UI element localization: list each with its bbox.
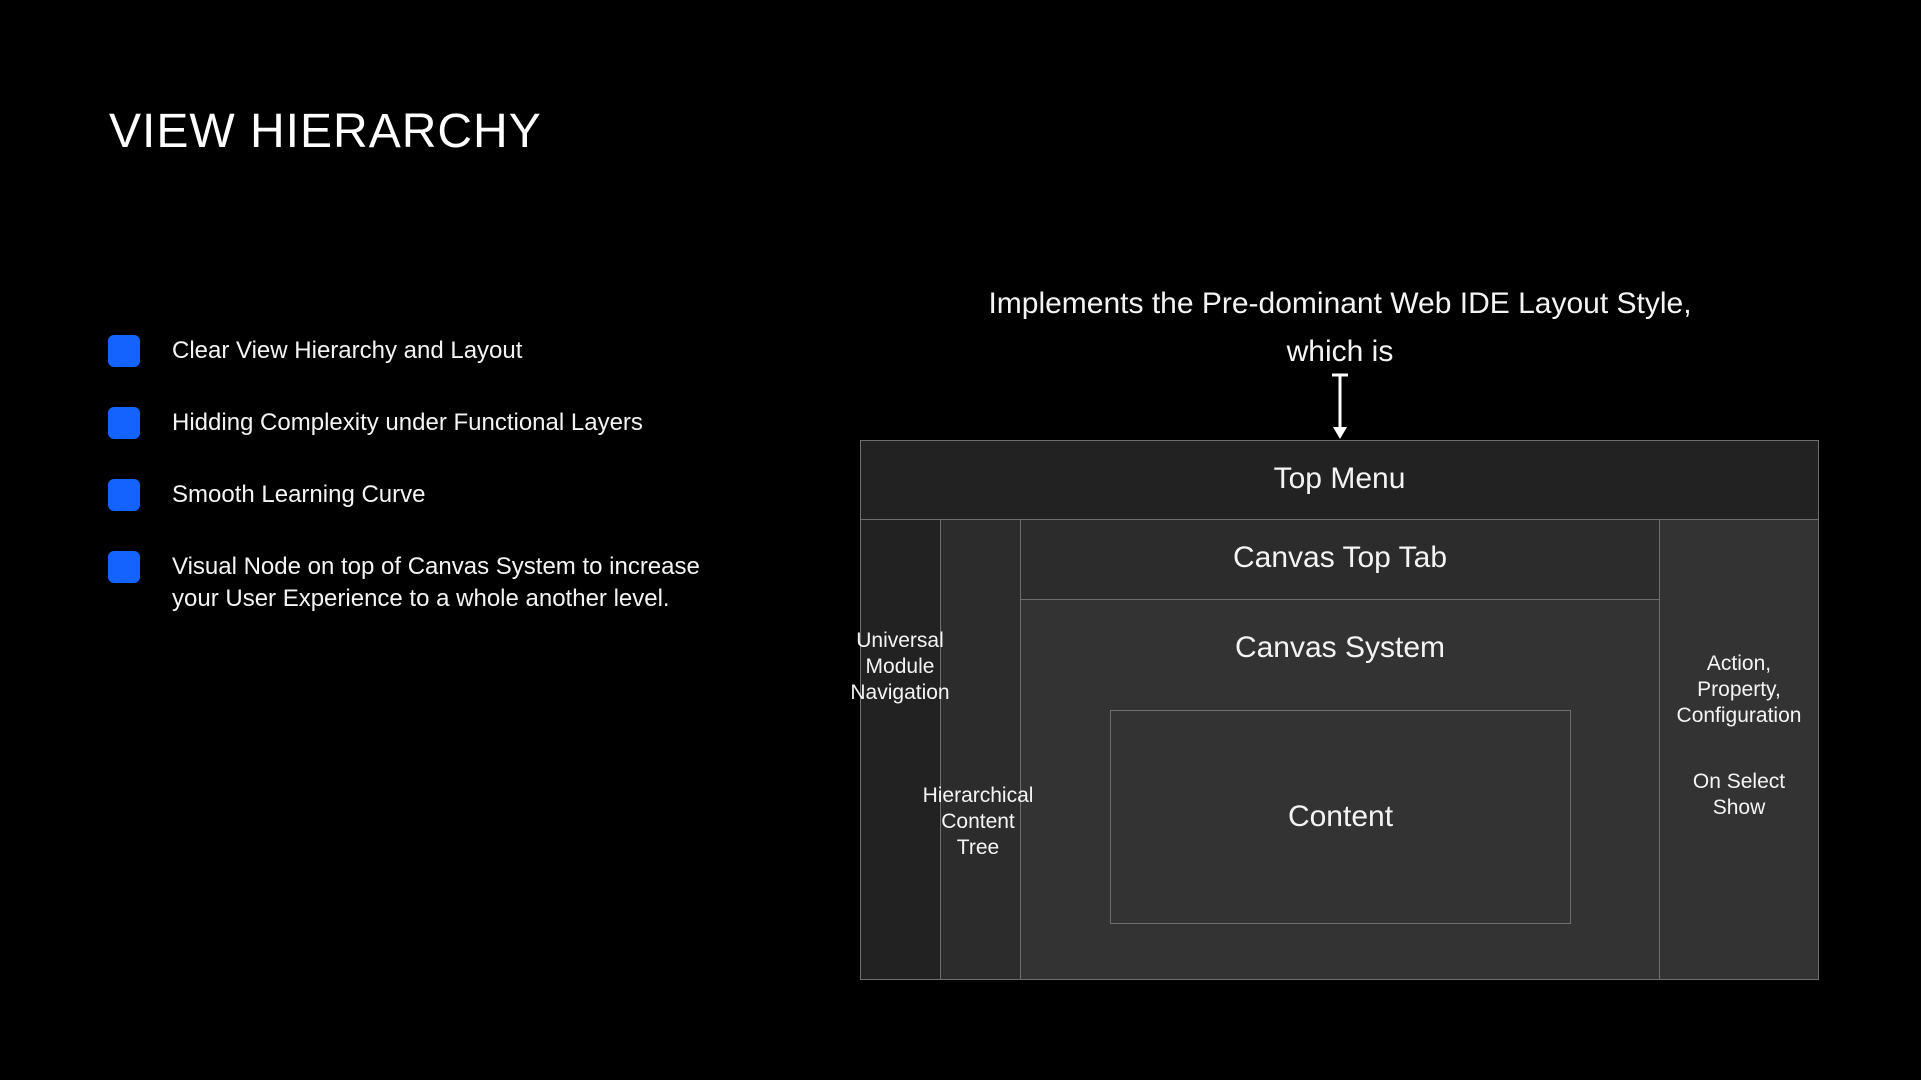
subtitle-line: which is — [1286, 335, 1394, 368]
bullet-square-icon — [108, 335, 140, 367]
canvas-system-label: Canvas System — [1234, 631, 1446, 664]
canvas-top-tab-label: Canvas Top Tab — [1232, 541, 1448, 574]
down-arrow-icon — [1332, 373, 1348, 439]
bullet-text: Smooth Learning Curve — [172, 481, 426, 508]
canvas-top-tab-box: Canvas Top Tab — [1020, 519, 1660, 600]
universal-nav-label: Universal Module Navigation — [850, 629, 950, 704]
bullet-text: Visual Node on top of Canvas System to i… — [172, 553, 700, 580]
action-panel-box — [1659, 519, 1819, 980]
on-select-label: On Select Show — [1692, 770, 1786, 819]
bullet-text: Hidding Complexity under Functional Laye… — [172, 409, 643, 436]
action-panel-label: Action, Property, Configuration — [1676, 652, 1802, 727]
bullet-square-icon — [108, 551, 140, 583]
content-tree-box — [940, 519, 1021, 980]
diagram-subtitle: Implements the Pre-dominant Web IDE Layo… — [940, 280, 1740, 376]
page-title: VIEW HIERARCHY — [109, 105, 542, 158]
bullet-square-icon — [108, 407, 140, 439]
subtitle-line: Implements the Pre-dominant Web IDE Layo… — [988, 287, 1692, 320]
top-menu-label: Top Menu — [1273, 462, 1406, 495]
content-box: Content — [1110, 710, 1571, 924]
content-tree-label: Hierarchical Content Tree — [922, 784, 1034, 859]
top-menu-box: Top Menu — [860, 440, 1819, 520]
content-label: Content — [1287, 800, 1394, 833]
bullet-text: your User Experience to a whole another … — [172, 585, 670, 612]
bullet-square-icon — [108, 479, 140, 511]
universal-nav-box — [860, 519, 941, 980]
bullet-text: Clear View Hierarchy and Layout — [172, 337, 523, 364]
